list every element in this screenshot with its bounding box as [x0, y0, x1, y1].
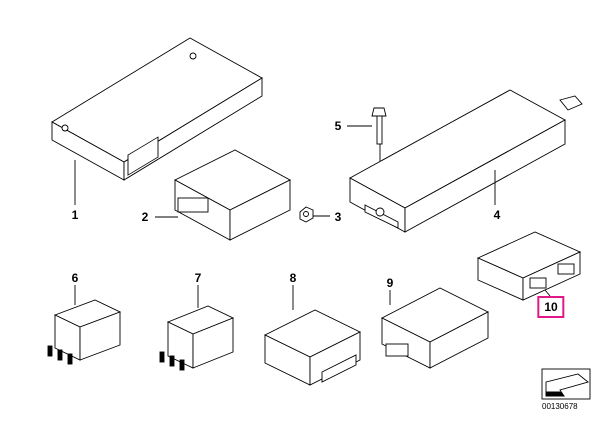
callout-5[interactable]: 5 — [334, 119, 342, 133]
callout-4[interactable]: 4 — [493, 208, 501, 222]
callout-9[interactable]: 9 — [386, 276, 394, 290]
arrow-left-down-icon[interactable] — [541, 368, 591, 400]
callout-3[interactable]: 3 — [334, 210, 342, 224]
part-1-control-module[interactable] — [51, 37, 263, 205]
part-6-relay[interactable] — [47, 285, 122, 365]
part-8-module[interactable] — [263, 285, 362, 386]
part-7-relay[interactable] — [159, 285, 235, 371]
callout-7[interactable]: 7 — [194, 271, 202, 285]
callout-1[interactable]: 1 — [71, 208, 79, 222]
image-id: 00130678 — [542, 402, 578, 411]
part-10-module[interactable] — [476, 231, 582, 301]
part-3-nut[interactable] — [299, 206, 330, 223]
part-2-relay-module[interactable] — [155, 149, 291, 241]
callout-10-highlighted[interactable]: 10 — [537, 296, 565, 318]
part-9-module[interactable] — [381, 287, 489, 369]
callout-6[interactable]: 6 — [71, 271, 79, 285]
part-4-control-unit[interactable] — [349, 89, 583, 233]
callout-2[interactable]: 2 — [141, 210, 149, 224]
callout-8[interactable]: 8 — [289, 271, 297, 285]
